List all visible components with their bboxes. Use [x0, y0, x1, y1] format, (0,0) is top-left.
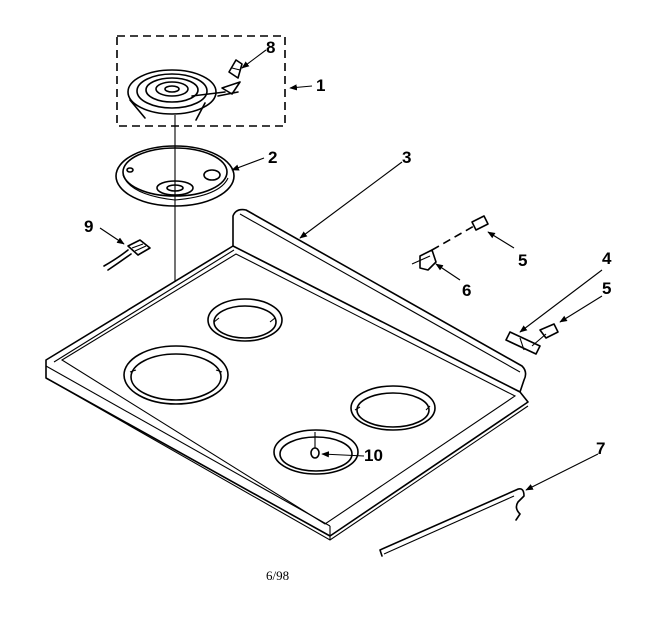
- part-label-10: 10: [364, 446, 383, 465]
- cooktop-panel: [45, 208, 529, 541]
- part-label-9: 9: [84, 217, 93, 236]
- part-label-4: 4: [602, 249, 612, 268]
- receptacle-connector: [103, 239, 151, 271]
- part-label-6: 6: [462, 281, 471, 300]
- part-label-2: 2: [268, 148, 277, 167]
- part-label-3: 3: [402, 148, 411, 167]
- screw-lower: [531, 323, 559, 347]
- part-label-8: 8: [266, 38, 275, 57]
- date-code: 6/98: [266, 568, 289, 583]
- element-assembly-box: [116, 35, 286, 127]
- terminal-block: [228, 59, 243, 79]
- part-label-7: 7: [596, 439, 605, 458]
- part-label-1: 1: [316, 76, 325, 95]
- part-label-5-upper: 5: [518, 251, 527, 270]
- part-label-5-lower: 5: [602, 279, 611, 298]
- leader-arrows: [99, 49, 603, 491]
- element-support-screw: [310, 432, 320, 459]
- surface-element-coil: [127, 69, 241, 121]
- screw-upper: [431, 215, 489, 251]
- support-rod: [379, 488, 525, 557]
- mounting-clip: [411, 249, 437, 271]
- hinge-bracket: [505, 331, 541, 355]
